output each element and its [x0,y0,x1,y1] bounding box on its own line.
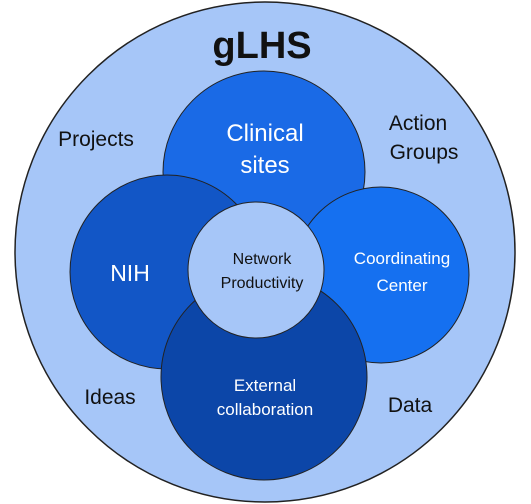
label-data: Data [388,394,433,417]
clinical-sites-line2: sites [240,152,289,179]
center-line1: Network [233,251,293,268]
coordinating-line2: Center [376,276,427,295]
label-projects: Projects [58,128,134,151]
center-line2: Productivity [221,275,304,292]
external-line1: External [234,376,296,395]
external-line2: collaboration [217,400,313,419]
nih-label: NIH [110,260,150,286]
coordinating-line1: Coordinating [354,249,450,268]
clinical-sites-line1: Clinical [226,120,303,147]
label-ideas: Ideas [84,386,135,409]
label-action-line2: Groups [390,141,459,164]
label-action-line1: Action [389,112,447,135]
center-circle [187,201,325,339]
title: gLHS [212,25,311,67]
